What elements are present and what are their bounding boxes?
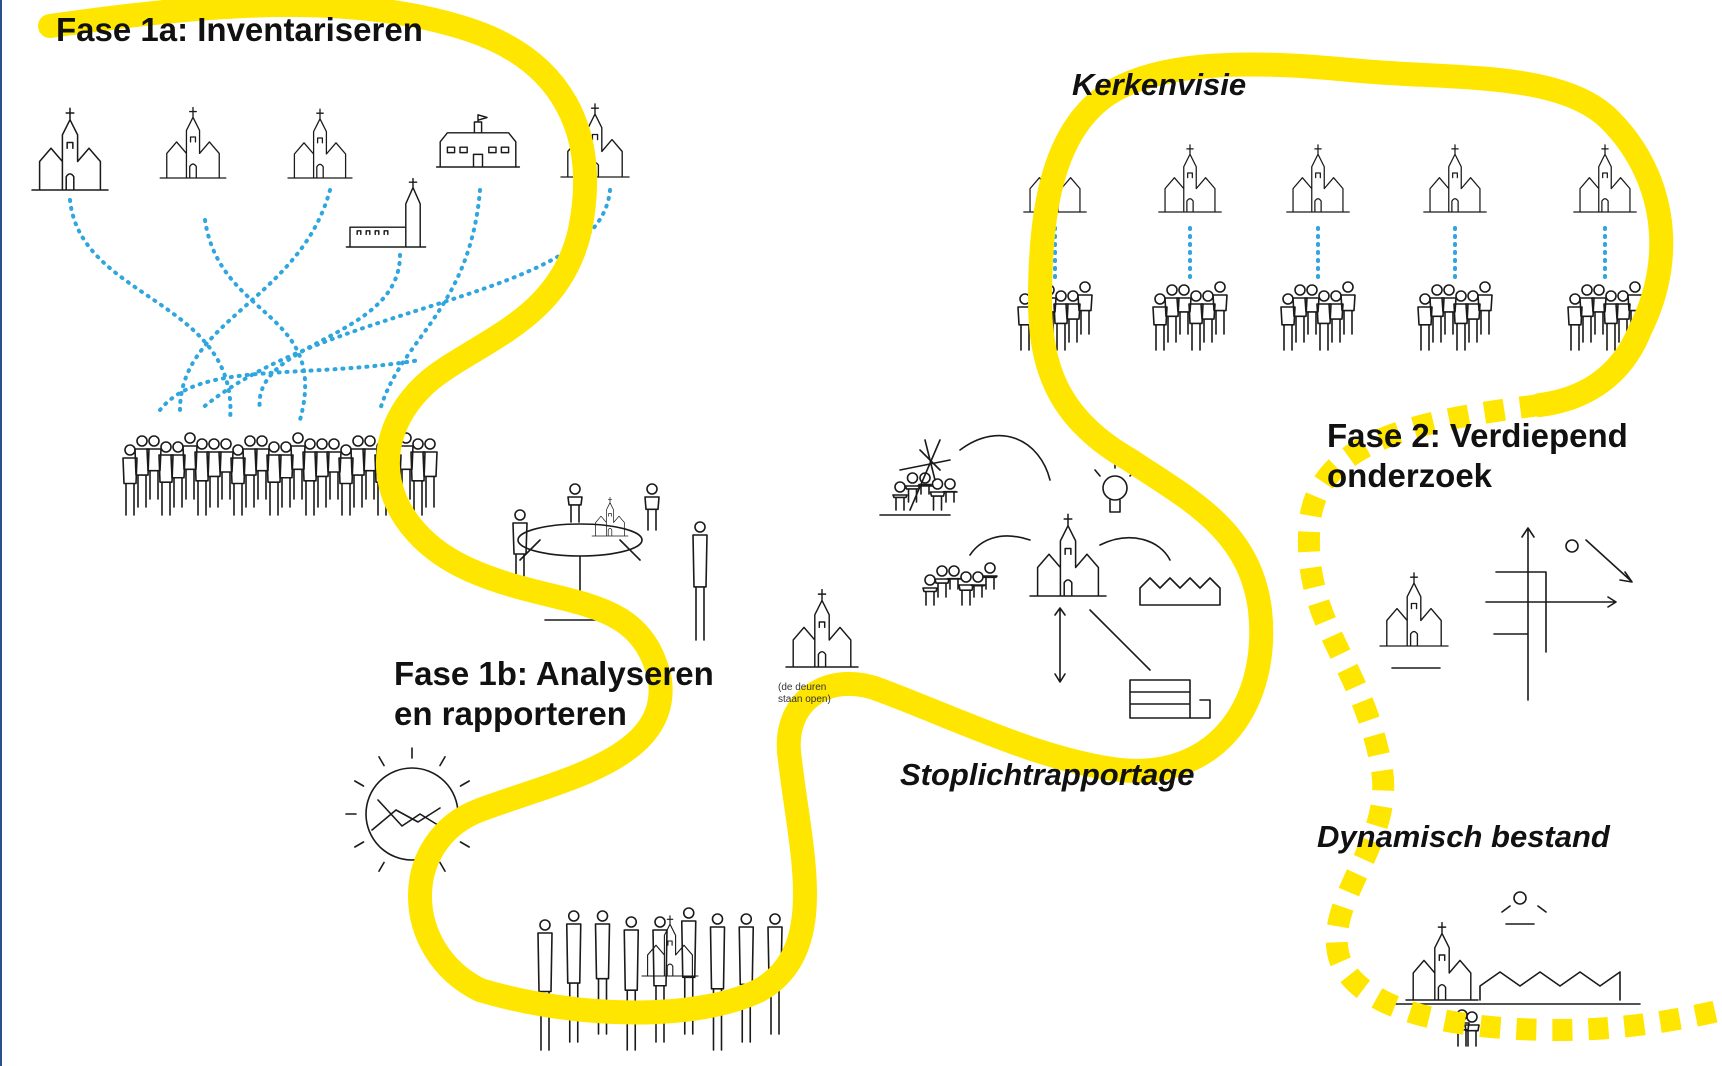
factory-icon <box>1129 679 1211 719</box>
arrows-icon <box>959 434 1171 683</box>
church-icon <box>31 107 109 191</box>
village-icon <box>1379 971 1641 1047</box>
sun-icon <box>1501 539 1579 925</box>
left-border <box>0 0 2 1066</box>
church-icon <box>785 588 859 668</box>
kerkenvisie-group-icon <box>1417 281 1493 351</box>
kerkenvisie-group-icon <box>1280 281 1356 351</box>
church-icon <box>159 106 227 179</box>
small-crowd-icon <box>892 472 958 511</box>
kerkenvisie-label: Kerkenvisie <box>1072 67 1247 102</box>
lightbulb-icon <box>1094 461 1136 513</box>
dotted-connection-line <box>257 253 402 412</box>
church-icon <box>1573 144 1637 213</box>
church-icon <box>1423 144 1487 213</box>
dotted-connection-line <box>203 218 308 422</box>
stoplichtrapportage-label: Stoplichtrapportage <box>900 757 1195 792</box>
chapel-icon <box>345 177 427 248</box>
kerkenvisie-group-icon <box>1152 281 1228 351</box>
sketches <box>31 103 1643 1051</box>
church-icon <box>591 496 629 537</box>
dotted-connection-line <box>178 188 332 412</box>
townhall-icon <box>435 114 521 168</box>
dynamisch-bestand-label: Dynamisch bestand <box>1317 819 1610 854</box>
compass-arrows-icon <box>1391 527 1633 701</box>
houses-icon <box>1139 577 1221 606</box>
windmill-icon <box>879 439 951 516</box>
meeting-table-icon <box>512 483 708 641</box>
church-icon <box>1286 144 1350 213</box>
church-icon <box>1405 921 1479 1001</box>
phase-2-label-line2: onderzoek <box>1327 457 1493 494</box>
dotted-connections <box>68 188 1607 422</box>
dotted-connection-line <box>378 188 482 412</box>
church-icon <box>641 915 699 977</box>
yellow-dashed-path <box>1297 394 1722 1042</box>
church-icon <box>1379 572 1449 647</box>
phase-1b-label-line1: Fase 1b: Analyseren <box>394 655 714 692</box>
phase-2-label-line1: Fase 2: Verdiepend <box>1327 417 1628 454</box>
group-with-church-icon <box>537 907 783 1051</box>
yellow-process-path <box>38 0 1674 1025</box>
phase-1b-label-line2: en rapporteren <box>394 695 627 732</box>
dotted-connection-line <box>158 358 422 412</box>
church-icon <box>287 108 353 179</box>
audience-icon <box>922 562 998 606</box>
church-icon <box>1029 513 1107 597</box>
church-doors-open-note: (de deuren staan open) <box>778 682 831 705</box>
phase-1a-label: Fase 1a: Inventariseren <box>56 11 423 48</box>
church-icon <box>1158 144 1222 213</box>
dotted-connection-line <box>68 198 233 422</box>
